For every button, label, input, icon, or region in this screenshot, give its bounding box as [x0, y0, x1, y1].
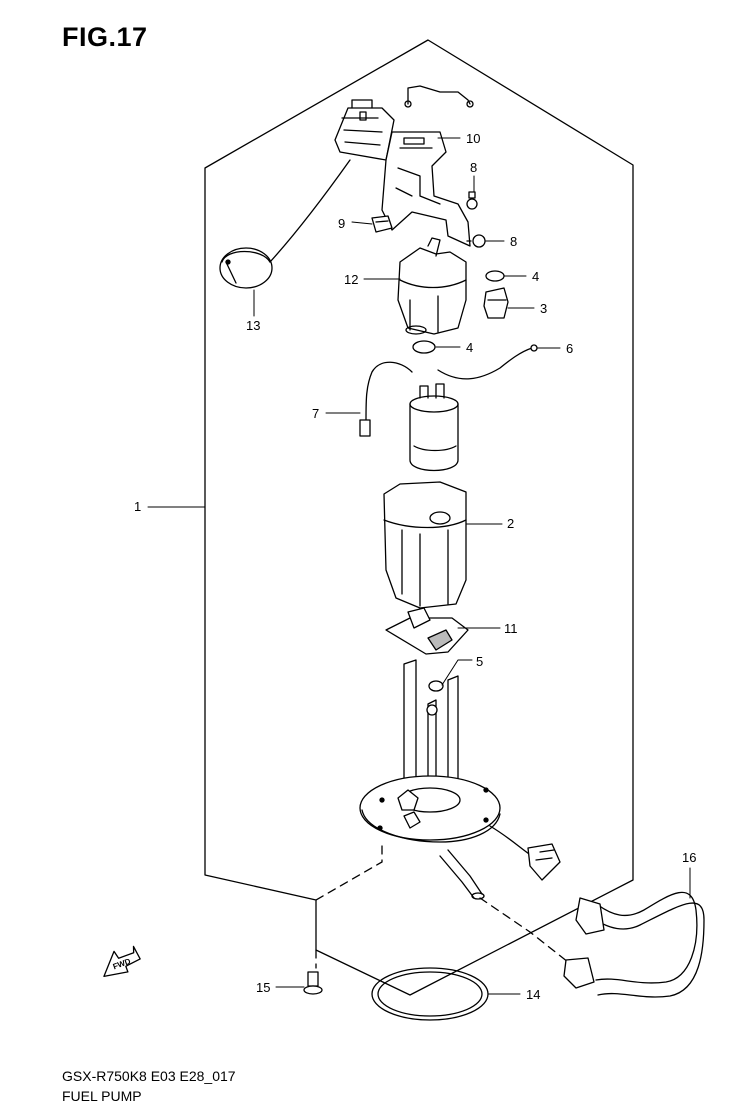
bolt-15	[303, 971, 323, 995]
fuel-filter	[385, 607, 469, 655]
bracket	[381, 131, 471, 247]
callout-6: 6	[566, 341, 573, 356]
callout-11: 11	[504, 621, 518, 636]
fuel-hose	[563, 891, 705, 998]
clip	[371, 215, 393, 233]
pump-cover	[397, 237, 467, 335]
o-ring-lower	[412, 340, 436, 354]
callout-16: 16	[682, 850, 696, 865]
assembly-lines	[315, 845, 569, 969]
callout-10: 10	[466, 131, 480, 146]
o-ring-5	[428, 680, 444, 692]
callout-8-lower: 8	[510, 234, 517, 249]
callout-4-upper: 4	[532, 269, 539, 284]
callout-4-lower: 4	[466, 340, 473, 355]
callout-12: 12	[344, 272, 358, 287]
callout-13: 13	[246, 318, 260, 333]
callout-1: 1	[134, 499, 141, 514]
callout-2: 2	[507, 516, 514, 531]
pump-case	[383, 481, 467, 609]
pump-base	[359, 659, 501, 843]
fuel-level-float	[219, 159, 351, 289]
part-name: FUEL PUMP	[62, 1088, 142, 1104]
callout-9: 9	[338, 216, 345, 231]
gasket-14	[371, 967, 489, 1021]
fuel-pump-motor	[409, 383, 459, 472]
screw-8-upper	[466, 191, 478, 210]
pressure-regulator	[483, 287, 509, 319]
figure-title: FIG.17	[62, 22, 148, 52]
o-ring-upper	[485, 270, 505, 282]
assembly-boundary	[204, 39, 634, 996]
fwd-arrow-icon: FWD	[103, 945, 141, 978]
leader-lines	[147, 137, 691, 995]
callout-8-upper: 8	[470, 160, 477, 175]
callout-15: 15	[256, 980, 270, 995]
callout-7: 7	[312, 406, 319, 421]
harness-connector	[489, 825, 561, 881]
lead-wire-6	[437, 344, 538, 380]
callout-labels: 1 2 3 4 4 5 6 7 8 8 9 10 11 12 13 14 15 …	[134, 131, 696, 1002]
lead-wire-7	[359, 361, 413, 437]
fuel-sender-unit	[334, 85, 474, 161]
callout-14: 14	[526, 987, 540, 1002]
callout-5: 5	[476, 654, 483, 669]
callout-3: 3	[540, 301, 547, 316]
outlet-pipe	[439, 849, 485, 900]
model-code: GSX-R750K8 E03 E28_017	[62, 1068, 236, 1084]
